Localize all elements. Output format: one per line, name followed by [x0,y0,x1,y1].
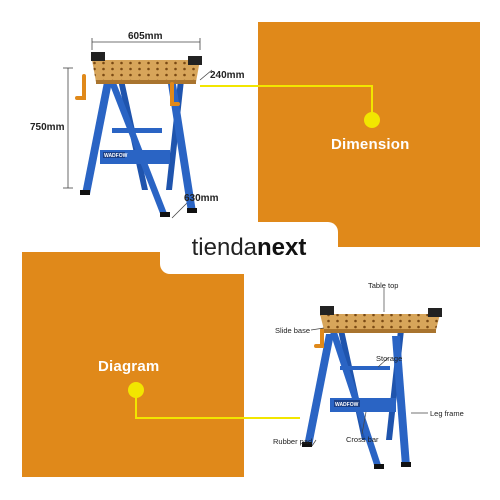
depth-dimension-label: 240mm [210,70,245,81]
diagram-panel [22,252,244,477]
dimension-connector-line [200,85,373,118]
workbench-dimension-illustration: WADFOW [63,38,213,219]
slide-base-clamp [91,52,105,61]
part-label-leg-frame: Leg frame [430,409,464,418]
leg-frame [82,82,112,194]
rubber-pad [80,190,90,195]
diagram-label: Diagram [98,358,160,375]
workbench-diagram-illustration: WADFOW [302,306,442,469]
part-label-table-top: Table top [368,281,399,290]
diagram-connector-dot [128,382,144,398]
part-label-storage: Storage [376,354,403,363]
depth-dimension-line [199,69,213,81]
brand-on-frame: WADFOW [104,153,128,159]
part-label-slide-base: Slide base [275,326,311,335]
logo-text-part2: next [257,234,307,261]
part-label-rubber-pad: Rubber pad [273,437,313,446]
part-label-cross-bar: Cross bar [346,435,379,444]
logo-text-part1: tienda [191,234,258,261]
brand-on-frame-diagram: WADFOW [335,402,359,408]
dimension-label: Dimension [331,136,410,153]
dimension-panel [258,22,480,247]
height-dimension-label: 750mm [30,122,65,133]
diagram-connector-line [135,392,300,419]
width-dimension-label: 605mm [128,31,163,42]
dimension-connector-dot [364,112,380,128]
leg-spread-dimension-label: 630mm [184,193,219,204]
